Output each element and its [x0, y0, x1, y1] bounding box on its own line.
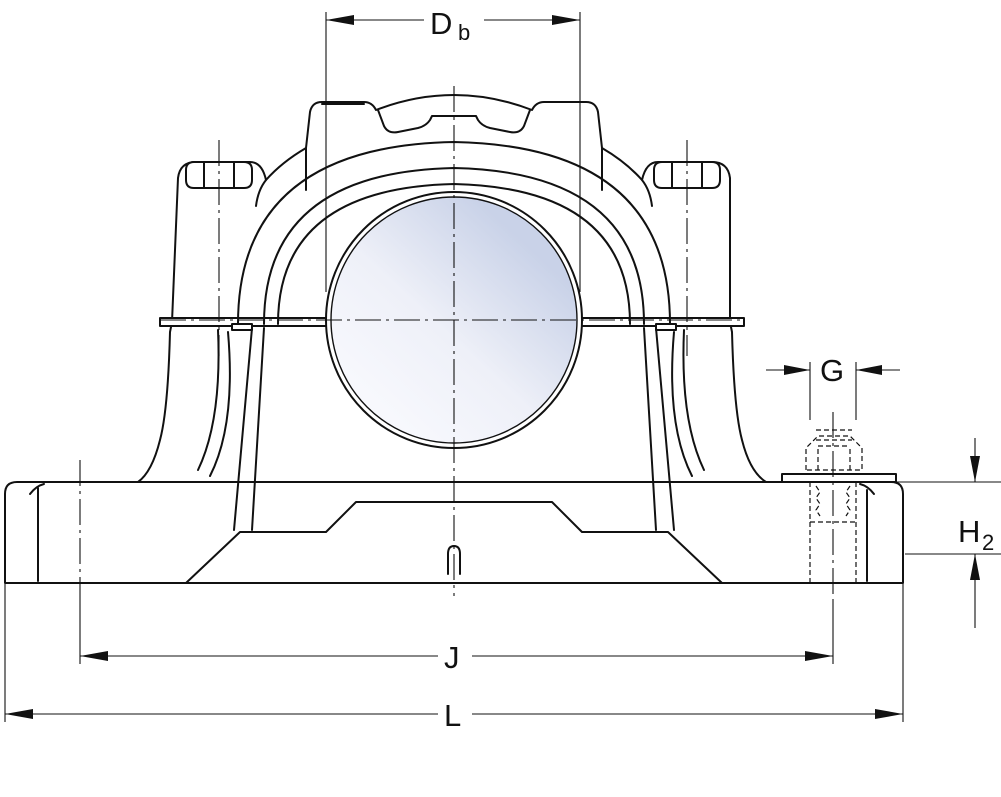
db-arrow-right: [552, 15, 580, 25]
cap-bolt-left: [185, 161, 253, 189]
h2-arrow-bottom: [970, 554, 980, 580]
dimension-g: G: [766, 353, 900, 420]
dimension-db: D b: [325, 6, 581, 292]
h2-label: H: [958, 514, 980, 549]
db-arrow-left: [326, 15, 354, 25]
centre-lines: [79, 86, 834, 600]
g-arrow-left: [784, 365, 810, 375]
dimension-j: J: [79, 590, 834, 675]
cap-bolt-right: [653, 161, 721, 189]
j-label: J: [444, 640, 460, 675]
j-arrow-left: [80, 651, 108, 661]
l-label: L: [444, 698, 461, 733]
g-label: G: [820, 353, 844, 388]
db-label: D: [430, 6, 452, 41]
attachment-bolt: [781, 429, 897, 586]
h2-arrow-top: [970, 456, 980, 482]
g-arrow-right: [856, 365, 882, 375]
l-arrow-left: [5, 709, 33, 719]
db-label-subscript: b: [458, 20, 470, 45]
dimension-h2: H 2: [892, 438, 1001, 628]
l-arrow-right: [875, 709, 903, 719]
dimension-l: L: [4, 584, 904, 733]
h2-label-subscript: 2: [982, 530, 994, 555]
j-arrow-right: [805, 651, 833, 661]
